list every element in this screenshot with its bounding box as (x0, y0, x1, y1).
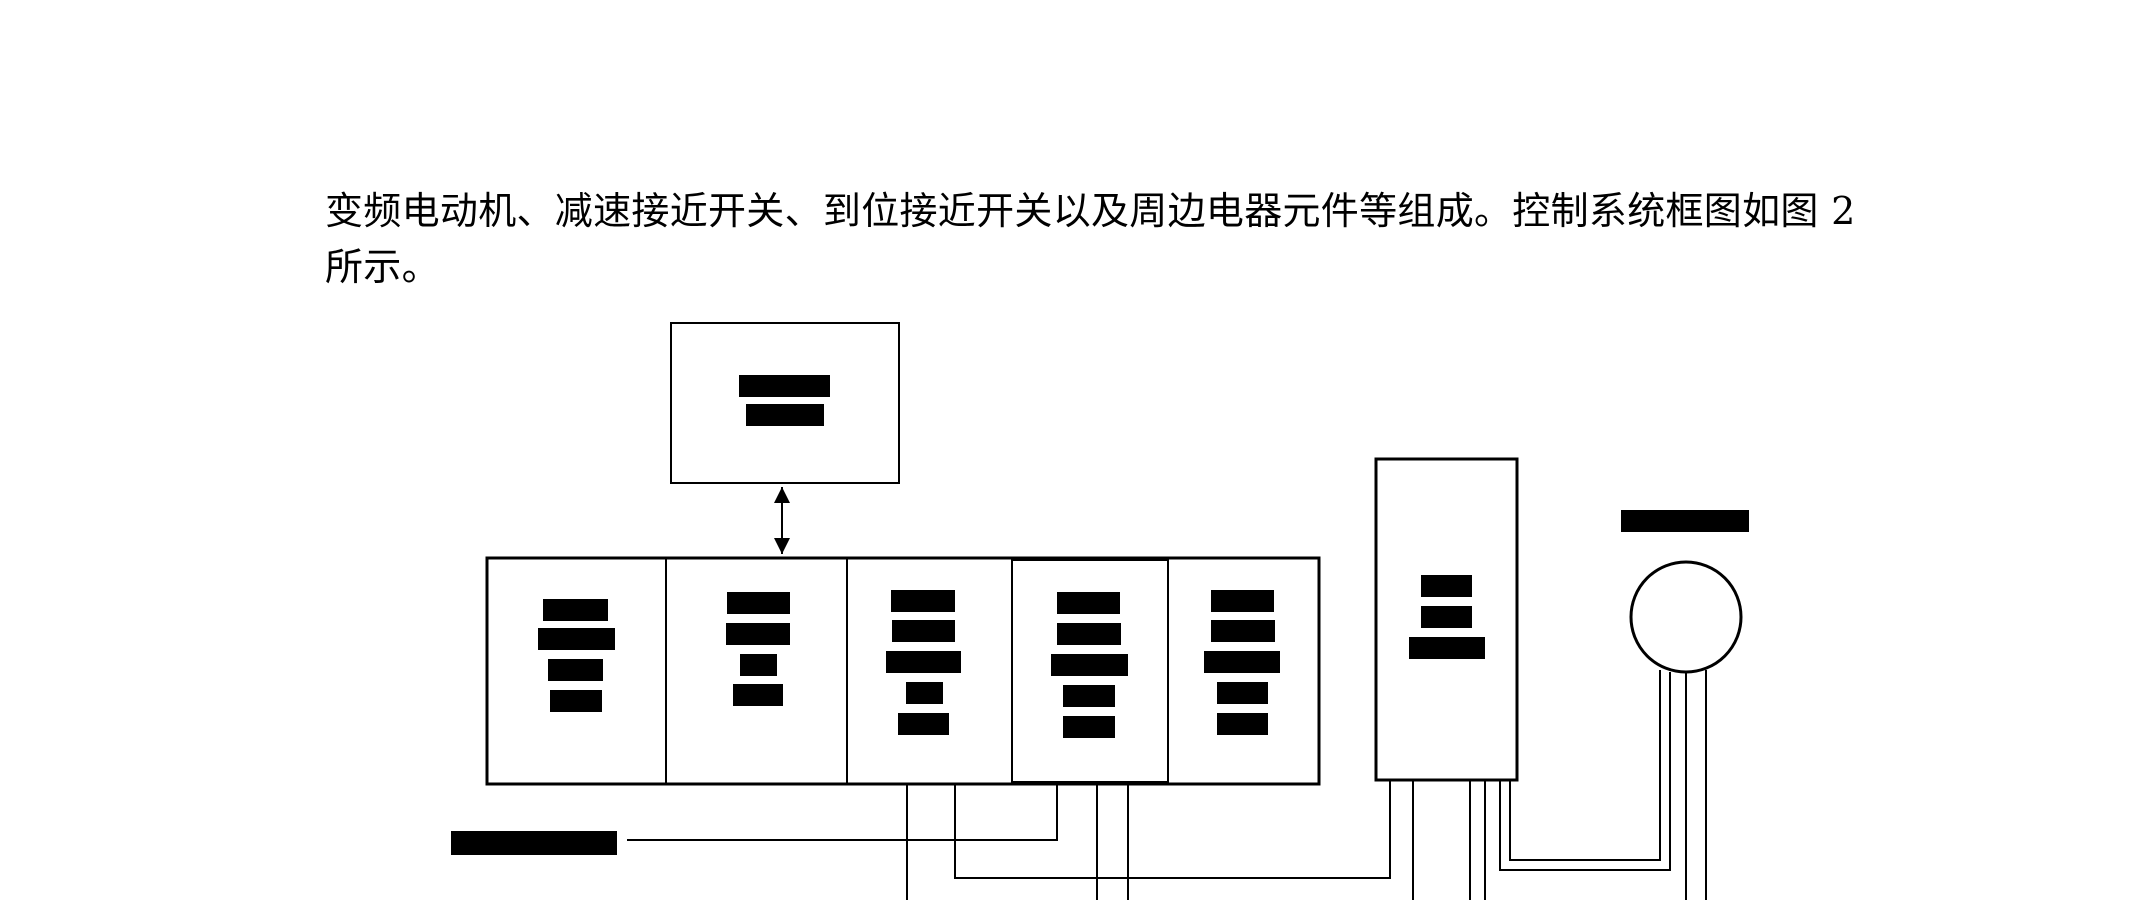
redacted-label (538, 628, 615, 650)
redacted-label (1217, 713, 1268, 735)
redacted-label (548, 659, 603, 681)
body-paragraph: 变频电动机、减速接近开关、到位接近开关以及周边电器元件等组成。控制系统框图如图 … (325, 183, 1856, 295)
redacted-label (1057, 623, 1121, 645)
redacted-label (1057, 592, 1120, 614)
redacted-label (1063, 685, 1115, 707)
redacted-label (739, 375, 830, 397)
redacted-label (727, 592, 790, 614)
redacted-label (1421, 575, 1472, 597)
redacted-label (733, 684, 783, 706)
redacted-label (550, 690, 602, 712)
redacted-label (1621, 510, 1749, 532)
redacted-label (746, 404, 824, 426)
redacted-label (891, 590, 955, 612)
redacted-label (1063, 716, 1115, 738)
redacted-label (906, 682, 943, 704)
redacted-label (1409, 637, 1485, 659)
rack-module-5 (1204, 590, 1280, 735)
rack-module-2 (726, 592, 790, 706)
redacted-label (892, 620, 955, 642)
rack-module-1 (538, 599, 615, 712)
redacted-label (1211, 590, 1274, 612)
top-box (670, 322, 900, 484)
redacted-label (1051, 654, 1128, 676)
redacted-label (740, 654, 777, 676)
redacted-label (543, 599, 608, 621)
redacted-label (1204, 651, 1280, 673)
paragraph-line-2: 所示。 (325, 245, 440, 289)
motor-symbol (1621, 510, 1749, 674)
rack-module-4 (1051, 592, 1128, 738)
redacted-label (1217, 682, 1268, 704)
redacted-label (1211, 620, 1275, 642)
redacted-label (898, 713, 949, 735)
drive-box (1374, 457, 1519, 782)
redacted-label (1421, 606, 1472, 628)
redacted-label (451, 831, 617, 855)
redacted-label (886, 651, 961, 673)
redacted-label (726, 623, 790, 645)
rack-module-3 (886, 590, 961, 735)
module-rack (485, 556, 1321, 786)
paragraph-line-1: 变频电动机、减速接近开关、到位接近开关以及周边电器元件等组成。控制系统框图如图 … (325, 189, 1856, 233)
wiring (627, 670, 1707, 900)
